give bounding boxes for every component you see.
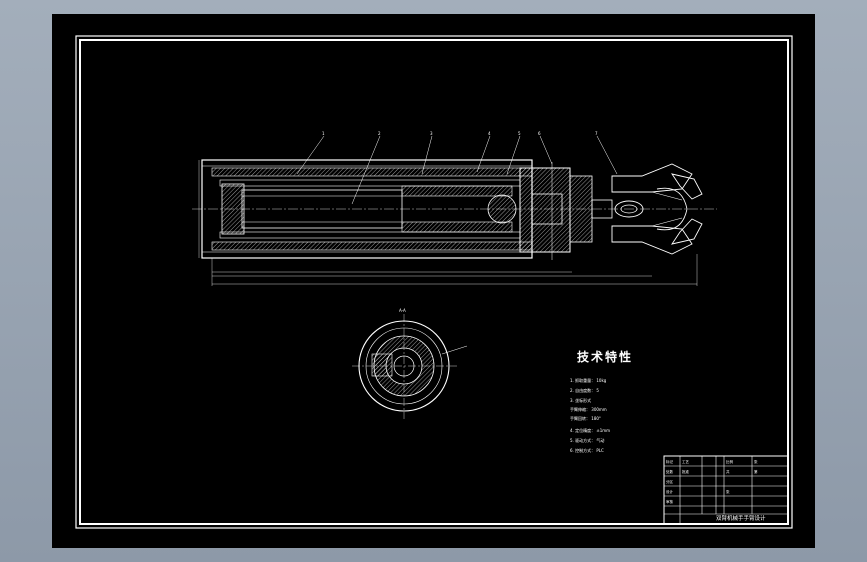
tech-spec-item: 2. 自由度数： 5 (570, 388, 599, 393)
svg-text:比例: 比例 (726, 459, 734, 464)
svg-text:张: 张 (754, 459, 758, 464)
svg-text:处数: 处数 (666, 469, 674, 474)
svg-text:审核: 审核 (666, 499, 674, 504)
svg-text:共: 共 (726, 469, 730, 474)
title-block-cells: 标记 处数 分区 设计 审核 工艺 批准 比例 共 张 第 张 (666, 459, 758, 504)
part-label-6: 6 (538, 131, 541, 136)
inner-border (79, 39, 789, 525)
svg-text:第: 第 (754, 469, 758, 474)
part-label-2: 2 (378, 131, 381, 136)
part-label-1: 1 (322, 131, 325, 136)
drawing-sheet: 1 2 3 4 5 6 7 A-A (52, 14, 815, 548)
tech-spec-item: 5. 驱动方式： 气动 (570, 438, 605, 443)
svg-text:张: 张 (726, 489, 730, 494)
circular-section-view (352, 314, 468, 419)
tech-spec-item: 手臂伸缩： 300mm (570, 407, 607, 412)
part-label-5: 5 (518, 131, 521, 136)
title-block (663, 455, 789, 525)
tech-specs-title: 技术特性 (577, 350, 634, 364)
drawing-title: 双臂机械手手臂设计 (716, 514, 766, 522)
section-label: A-A (399, 308, 406, 313)
tech-spec-item: 手臂回转： 180° (570, 416, 601, 421)
arm-section-view (192, 135, 717, 286)
svg-text:批准: 批准 (682, 469, 690, 474)
svg-text:工艺: 工艺 (682, 459, 690, 464)
svg-text:分区: 分区 (666, 479, 674, 484)
tech-spec-item: 3. 坐标形式 (570, 398, 592, 403)
tech-spec-item: 1. 抓取重量： 10kg (570, 378, 607, 383)
tech-spec-item: 6. 控制方式： PLC (570, 448, 604, 453)
tech-spec-item: 4. 定位精度： ±1mm (570, 428, 611, 433)
outer-border (75, 35, 793, 529)
cad-drawing: 1 2 3 4 5 6 7 A-A (75, 35, 793, 529)
part-labels: 1 2 3 4 5 6 7 (322, 131, 598, 136)
svg-text:设计: 设计 (666, 489, 674, 494)
part-label-7: 7 (595, 131, 598, 136)
part-label-4: 4 (488, 131, 491, 136)
svg-text:标记: 标记 (666, 459, 674, 464)
part-label-3: 3 (430, 131, 433, 136)
